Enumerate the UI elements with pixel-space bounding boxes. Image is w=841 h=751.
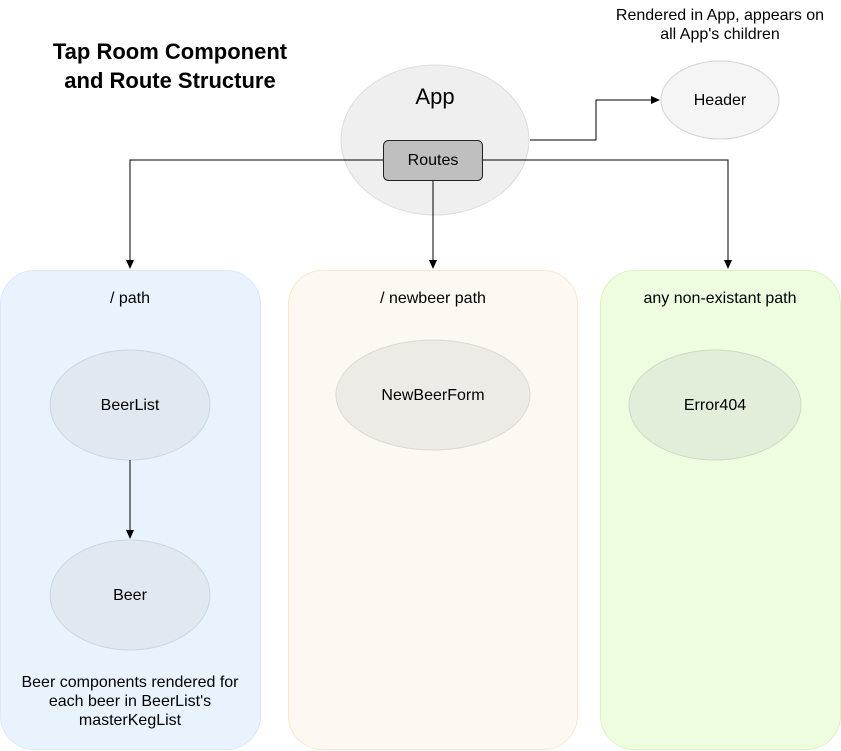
newbeerform-node xyxy=(335,339,531,451)
header-note-line2: all App's children xyxy=(660,26,780,43)
app-to-header-connector xyxy=(530,96,660,141)
header-node-label: Header xyxy=(694,92,747,109)
error404-node xyxy=(628,349,802,461)
diagram-title-line1: Tap Room Component xyxy=(53,39,288,64)
beer-node-label: Beer xyxy=(113,587,147,604)
routes-node xyxy=(383,140,483,181)
beer-note-line3: masterKegList xyxy=(79,712,182,729)
routes-to-root-path-connector xyxy=(126,159,383,269)
beer-node xyxy=(49,539,211,651)
header-node xyxy=(660,60,780,140)
beer-note-line2: each beer in BeerList's xyxy=(49,693,211,710)
diagram-title-line2: and Route Structure xyxy=(64,68,275,93)
beerlist-node-label: BeerList xyxy=(101,397,160,414)
header-note-line1: Rendered in App, appears on xyxy=(616,7,824,24)
newbeerform-node-label: NewBeerForm xyxy=(381,387,484,404)
routes-to-other-path-connector xyxy=(483,159,732,269)
other-path-panel xyxy=(600,270,841,750)
root-path-label: / path xyxy=(110,290,150,307)
routes-node-label: Routes xyxy=(408,152,459,169)
app-node-label: App xyxy=(415,84,454,109)
beer-note-line1: Beer components rendered for xyxy=(21,674,239,691)
other-path-label: any non-existant path xyxy=(644,290,797,307)
newbeer-path-label: / newbeer path xyxy=(380,290,486,307)
error404-node-label: Error404 xyxy=(684,397,746,414)
